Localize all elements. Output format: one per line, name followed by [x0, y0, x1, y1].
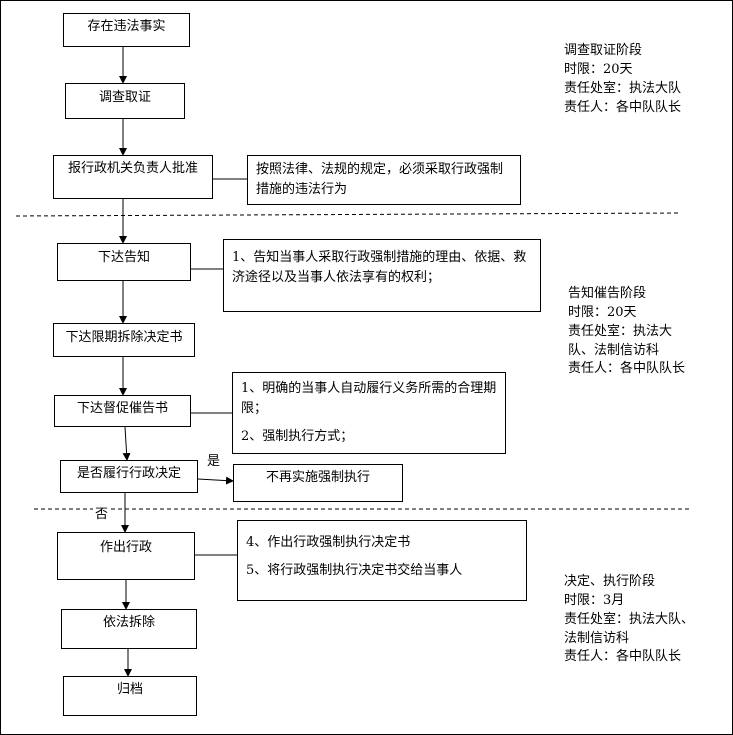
note-text: 1、明确的当事人自动履行义务所需的合理期限； — [241, 381, 497, 417]
stage-line: 队、法制信访科 — [568, 342, 660, 358]
stage-line: 决定、执行阶段 — [564, 574, 656, 589]
note-urge-contents: 1、明确的当事人自动履行义务所需的合理期限； 2、强制执行方式； — [232, 372, 506, 454]
step-label: 报行政机关负责人批准 — [67, 161, 198, 176]
stage-line: 责任处室：执法大队 — [564, 80, 682, 96]
note-decision-contents: 4、作出行政强制执行决定书 5、将行政强制执行决定书交给当事人 — [237, 520, 527, 601]
step-label: 归档 — [116, 682, 143, 697]
step-archive: 归档 — [63, 676, 197, 716]
stage-investigation: 调查取证阶段 时限：20天 责任处室：执法大队 责任人：各中队队长 — [564, 42, 730, 117]
step-label: 存在违法事实 — [87, 19, 166, 34]
step-label: 下达督促催告书 — [76, 401, 168, 416]
note-text: 2、强制执行方式； — [241, 429, 354, 445]
step-label: 下达限期拆除决定书 — [65, 330, 183, 345]
stage-line: 告知催告阶段 — [568, 286, 647, 301]
step-approval: 报行政机关负责人批准 — [53, 155, 213, 199]
stage-line: 责任人：各中队队长 — [564, 99, 682, 115]
stage-decision-execution: 决定、执行阶段 时限：3月 责任处室：执法大队、 法制信访科 责任人：各中队队长 — [564, 573, 730, 667]
stage-notify-urge: 告知催告阶段 时限：20天 责任处室：执法大 队、法制信访科 责任人：各中队队长 — [568, 285, 728, 379]
branch-label-yes: 是 — [207, 454, 221, 469]
step-demolition-order: 下达限期拆除决定书 — [53, 323, 195, 357]
stage-line: 时限：20天 — [564, 61, 633, 77]
step-label: 调查取证 — [98, 90, 151, 105]
stage-line: 法制信访科 — [564, 630, 630, 646]
step-label: 依法拆除 — [102, 615, 155, 630]
stage-line: 责任人：各中队队长 — [568, 361, 686, 377]
step-investigation: 调查取证 — [65, 83, 185, 119]
note-text: 1、告知当事人采取行政强制措施的理由、依据、救济途径以及当事人依法享有的权利； — [232, 250, 527, 286]
stage-divider-1 — [15, 212, 682, 217]
step-make-decision: 作出行政 — [57, 532, 195, 580]
branch-label-no: 否 — [93, 503, 111, 522]
note-text: 5、将行政强制执行决定书交给当事人 — [246, 563, 463, 579]
arrow-s6-s7 — [122, 426, 131, 461]
note-measures: 按照法律、法规的规定，必须采取行政强制措施的违法行为 — [247, 155, 521, 205]
stage-line: 时限：3月 — [564, 592, 625, 608]
step-urge-notice: 下达督促催告书 — [54, 395, 191, 427]
stage-line: 责任人：各中队队长 — [564, 649, 682, 665]
stage-line: 调查取证阶段 — [564, 43, 643, 58]
note-text: 按照法律、法规的规定，必须采取行政强制措施的违法行为 — [256, 162, 504, 198]
step-notify: 下达告知 — [57, 243, 191, 281]
step-label: 是否履行行政决定 — [76, 466, 181, 481]
step-compliance-decision: 是否履行行政决定 — [60, 460, 198, 493]
note-notify-contents: 1、告知当事人采取行政强制措施的理由、依据、救济途径以及当事人依法享有的权利； — [223, 239, 541, 312]
stage-line: 责任处室：执法大 — [568, 323, 673, 339]
step-no-enforcement: 不再实施强制执行 — [233, 464, 403, 502]
note-text: 4、作出行政强制执行决定书 — [246, 535, 411, 550]
stage-line: 责任处室：执法大队、 — [564, 611, 695, 627]
step-label: 下达告知 — [97, 250, 150, 265]
step-label: 不再实施强制执行 — [265, 470, 370, 485]
stage-line: 时限：20天 — [568, 304, 637, 320]
step-label: 作出行政 — [99, 540, 152, 555]
arrow-s7-s8 — [197, 476, 234, 485]
step-demolish: 依法拆除 — [61, 609, 197, 649]
step-violation-fact: 存在违法事实 — [63, 13, 190, 47]
